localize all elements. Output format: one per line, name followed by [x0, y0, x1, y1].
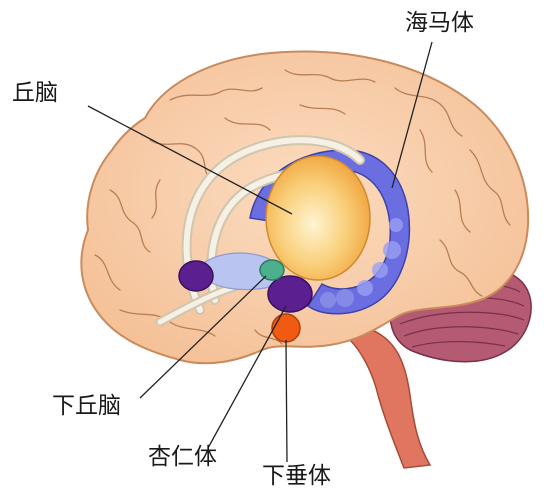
hippocampus-label: 海马体 [405, 10, 474, 36]
thalamus-label: 丘脑 [12, 80, 58, 106]
leader-lines [87, 41, 433, 463]
thalamus [265, 155, 371, 281]
amygdala-front [178, 260, 214, 292]
leader-hippocampus [391, 41, 433, 189]
pituitary-label: 下垂体 [262, 463, 331, 489]
amygdala-label: 杏仁体 [148, 444, 217, 470]
pituitary [271, 313, 301, 343]
brain-gyri [94, 69, 511, 345]
hypothalamus-label: 下丘脑 [52, 393, 121, 419]
brainstem [348, 329, 432, 469]
hypothalamus [259, 259, 285, 281]
leader-pituitary [285, 339, 288, 463]
leader-thalamus [87, 105, 293, 215]
leader-amygdala [207, 305, 287, 449]
leader-hypothalamus [139, 275, 267, 399]
amygdala [267, 275, 313, 313]
